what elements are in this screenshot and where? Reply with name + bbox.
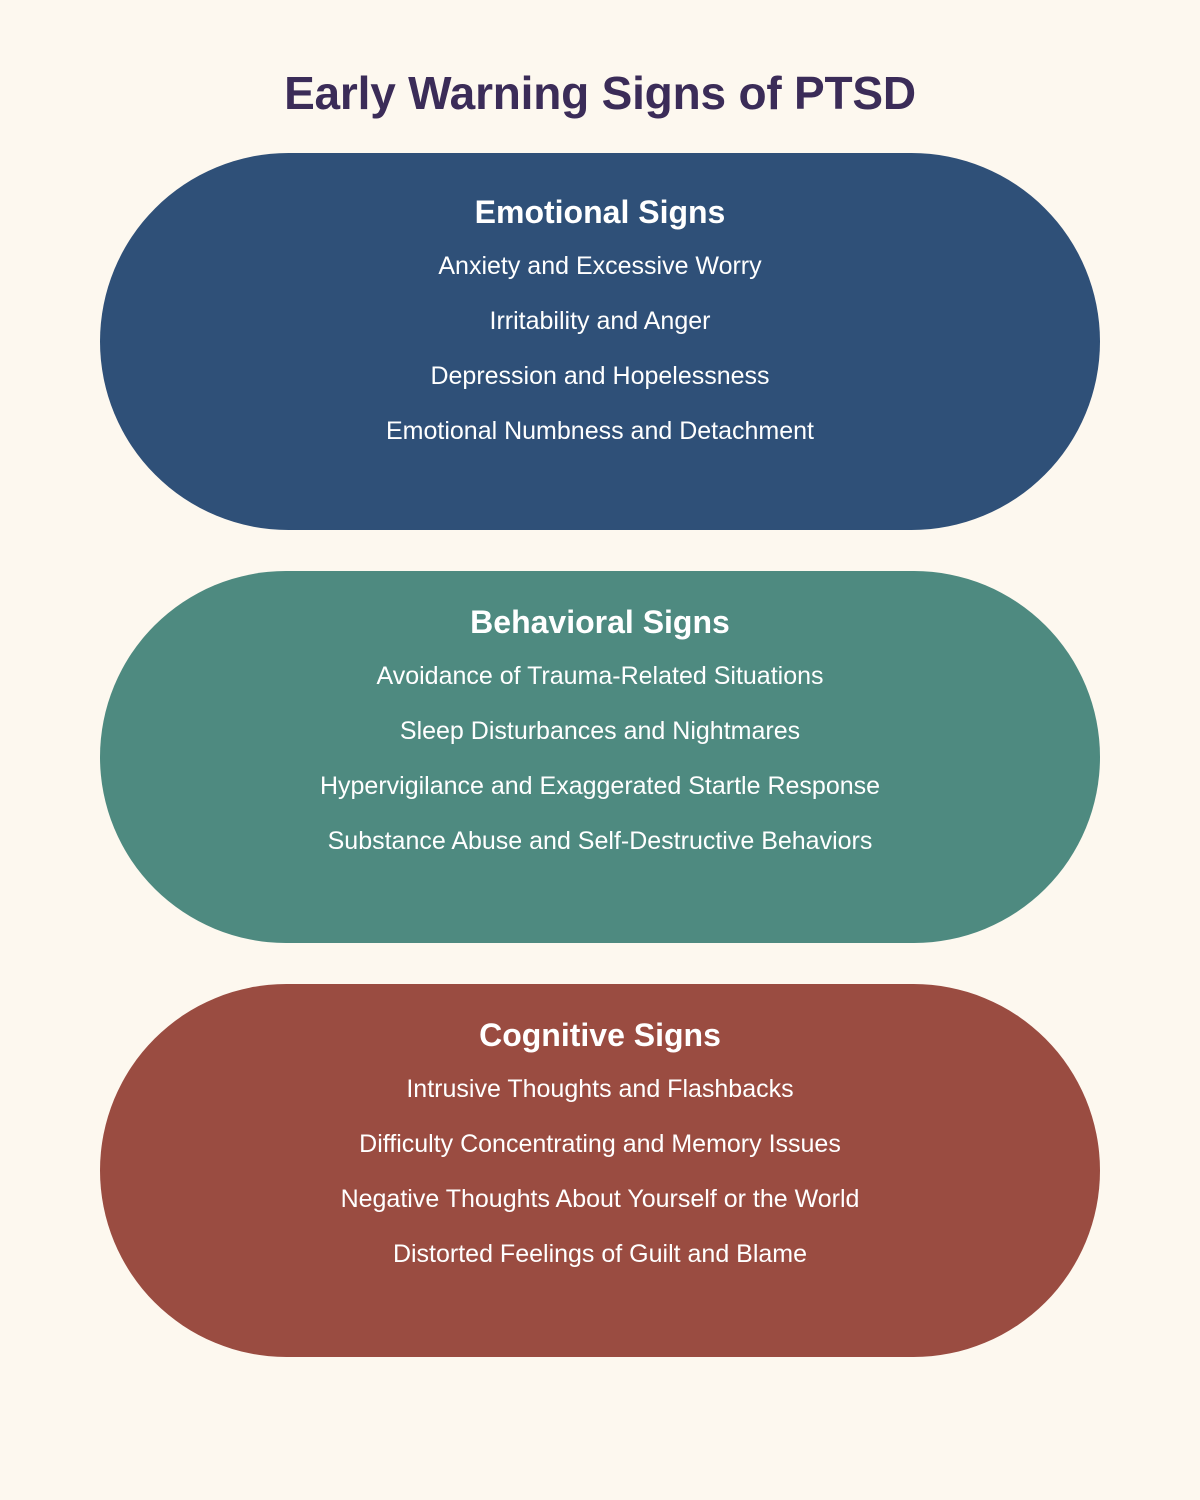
list-item: Difficulty Concentrating and Memory Issu… bbox=[359, 1129, 841, 1158]
page-title: Early Warning Signs of PTSD bbox=[284, 67, 916, 119]
list-item: Intrusive Thoughts and Flashbacks bbox=[406, 1074, 794, 1103]
list-item: Distorted Feelings of Guilt and Blame bbox=[392, 1239, 808, 1268]
list-item: Sleep Disturbances and Nightmares bbox=[399, 716, 801, 745]
list-item: Substance Abuse and Self-Destructive Beh… bbox=[327, 826, 873, 855]
card-title-emotional: Emotional Signs bbox=[474, 193, 726, 230]
card-behavioral-signs: Behavioral Signs Avoidance of Trauma-Rel… bbox=[100, 570, 1100, 943]
list-item: Hypervigilance and Exaggerated Startle R… bbox=[319, 771, 881, 800]
list-item: Negative Thoughts About Yourself or the … bbox=[340, 1184, 860, 1213]
list-item: Emotional Numbness and Detachment bbox=[385, 416, 814, 445]
list-item: Avoidance of Trauma-Related Situations bbox=[376, 661, 824, 690]
list-item: Depression and Hopelessness bbox=[430, 361, 770, 390]
list-item: Anxiety and Excessive Worry bbox=[438, 251, 762, 280]
card-title-cognitive: Cognitive Signs bbox=[479, 1016, 721, 1053]
card-title-behavioral: Behavioral Signs bbox=[470, 603, 730, 640]
card-emotional-signs: Emotional Signs Anxiety and Excessive Wo… bbox=[100, 152, 1100, 530]
signs-card-list: Emotional Signs Anxiety and Excessive Wo… bbox=[100, 152, 1100, 1357]
list-item: Irritability and Anger bbox=[489, 306, 711, 335]
card-items-cognitive: Intrusive Thoughts and Flashbacks Diffic… bbox=[220, 1062, 980, 1282]
card-items-emotional: Anxiety and Excessive Worry Irritability… bbox=[220, 239, 980, 459]
card-items-behavioral: Avoidance of Trauma-Related Situations S… bbox=[220, 649, 980, 869]
card-cognitive-signs: Cognitive Signs Intrusive Thoughts and F… bbox=[100, 983, 1100, 1357]
